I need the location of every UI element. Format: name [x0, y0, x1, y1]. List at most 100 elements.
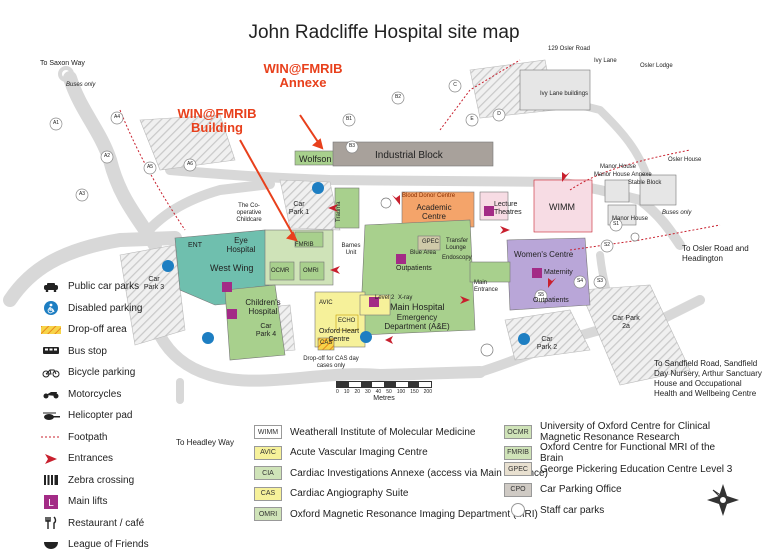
bus-stop-label-s3: S3	[596, 278, 604, 284]
label-ent: ENT	[188, 242, 202, 249]
label-manor-house-annexe: Manor House Annexe	[594, 172, 652, 178]
league-of-friends-icon	[40, 538, 62, 552]
callout-building: WIN@FMRIB Building	[172, 107, 262, 135]
bus-stop-label-a3: A3	[78, 191, 86, 197]
label-barnes-unit: Barnes Unit	[341, 243, 361, 256]
label-main-hospital: Main Hospital	[390, 302, 445, 312]
callout-arrows	[239, 114, 324, 242]
legend-label: Public car parks	[68, 281, 140, 293]
label-emergency-department: Emergency Department (A&E)	[384, 313, 450, 331]
motorcycle-icon	[40, 387, 62, 401]
legend-key: Staff car parks	[504, 503, 740, 517]
label-outpatients-womens: Outpatients	[533, 297, 569, 304]
bus-stop-label-s4: S4	[576, 278, 584, 284]
lift-icon: L	[40, 494, 62, 509]
legend-item: Disabled parking	[40, 298, 190, 320]
label-transfer-lounge: Transfer Lounge	[446, 238, 469, 251]
scale-tick: 100	[396, 389, 406, 395]
entrance-arrows	[328, 172, 570, 344]
legend-key-swatch: CIA	[254, 466, 282, 480]
legend-item: Bicycle parking	[40, 362, 190, 384]
scale-unit: Metres	[373, 395, 395, 402]
bus-stop-label-e: E	[470, 116, 474, 122]
label-to-saxon-way: To Saxon Way	[40, 60, 85, 67]
bus-icon	[40, 344, 62, 358]
legend-label: Drop-off area	[68, 324, 127, 336]
scale-tick: 0	[336, 389, 339, 395]
label-wolfson: Wolfson	[299, 154, 332, 164]
legend-item: Zebra crossing	[40, 470, 190, 492]
legend-key-label: Car Parking Office	[540, 484, 622, 495]
bus-stops[interactable]	[49, 79, 623, 303]
bus-stop-label-s5: S5	[537, 292, 545, 298]
bus-stop-label-a4: A4	[113, 114, 121, 120]
svg-text:L: L	[48, 498, 54, 509]
label-manor-house-2: Manor House	[612, 216, 649, 222]
label-manor-house: Manor House	[600, 164, 637, 170]
legend-key-label: George Pickering Education Centre Level …	[540, 463, 733, 475]
label-maternity: Maternity	[544, 269, 573, 276]
label-outpatients: Outpatients	[396, 265, 432, 272]
legend-key-label: Weatherall Institute of Molecular Medici…	[290, 426, 476, 438]
label-main-entrance: Main Entrance	[474, 280, 499, 293]
callout-annexe: WIN@FMRIB Annexe	[258, 62, 348, 90]
bus-stop-label-d: D	[497, 111, 501, 117]
legend-key-swatch: WIMM	[254, 425, 282, 439]
bus-stop-label-s1: S1	[612, 221, 620, 227]
label-stable-block: Stable Block	[628, 180, 662, 186]
callout-building-line1: WIN@FMRIB	[177, 106, 257, 121]
legend-key-label: Acute Vascular Imaging Centre	[290, 447, 428, 458]
legend-item: Public car parks	[40, 276, 190, 298]
legend-item: Bus stop	[40, 341, 190, 363]
legend-label: Entrances	[68, 453, 114, 465]
disabled-parking-markers[interactable]	[162, 182, 530, 345]
legend-label: Footpath	[68, 431, 108, 443]
legend-item: Footpath	[40, 427, 190, 449]
legend-label: Bus stop	[68, 345, 107, 357]
legend-key: WIMM Weatherall Institute of Molecular Me…	[254, 425, 475, 439]
label-gpec: GPEC	[422, 239, 440, 245]
site-map[interactable]	[0, 0, 768, 543]
legend-key-label: Oxford Centre for Functional MRI of the …	[540, 441, 716, 464]
label-car-park-2a: Car Park 2a	[612, 315, 640, 330]
legend-key: GPEC George Pickering Education Centre Le…	[504, 462, 740, 476]
label-cooperative-childcare: The Co-operative Childcare	[236, 203, 262, 223]
label-west-wing: West Wing	[210, 263, 254, 273]
label-omri: OMRI	[303, 268, 319, 274]
legend-label: Disabled parking	[68, 302, 143, 314]
bus-stop-label-a6: A6	[186, 161, 194, 167]
entrance-arrow-icon	[40, 452, 62, 466]
bus-stop-label-b3: B3	[348, 143, 356, 149]
legend-key-swatch: FMRIB	[504, 445, 532, 460]
label-echo: ECHO	[338, 318, 356, 324]
dropoff-stripe-icon	[40, 323, 62, 337]
label-car-park-1: Car Park 1	[288, 201, 310, 216]
legend-key-swatch: OCMR	[504, 425, 532, 439]
label-xray: X-ray	[398, 295, 413, 301]
label-buses-only: Buses only	[66, 82, 96, 88]
legend-key-swatch: GPEC	[504, 462, 532, 476]
wheelchair-icon	[40, 301, 62, 316]
label-cas: CAS	[320, 340, 333, 346]
label-car-park-4: Car Park 4	[255, 323, 277, 338]
legend-item: Restaurant / café	[40, 513, 190, 535]
buildings[interactable]	[174, 69, 677, 361]
label-buses-only-right: Buses only	[662, 210, 692, 216]
legend-item: League of Friends	[40, 534, 190, 556]
bus-stop-label-b2: B2	[394, 94, 402, 100]
legend-label: Helicopter pad	[68, 410, 133, 422]
scale-tick: 10	[343, 389, 350, 395]
label-fmrib: FMRIB	[295, 242, 314, 248]
callout-annexe-line1: WIN@FMRIB	[263, 61, 343, 76]
legend-key: FMRIB Oxford Centre for Functional MRI of…	[504, 442, 740, 464]
label-ivy-lane: Ivy Lane	[594, 58, 617, 64]
footpath-icon	[40, 430, 62, 444]
label-129-osler-road: 129 Osler Road	[548, 46, 591, 52]
label-blood-donor-centre: Blood Donor Centre	[402, 193, 456, 199]
label-endoscopy: Endoscopy	[442, 255, 472, 261]
